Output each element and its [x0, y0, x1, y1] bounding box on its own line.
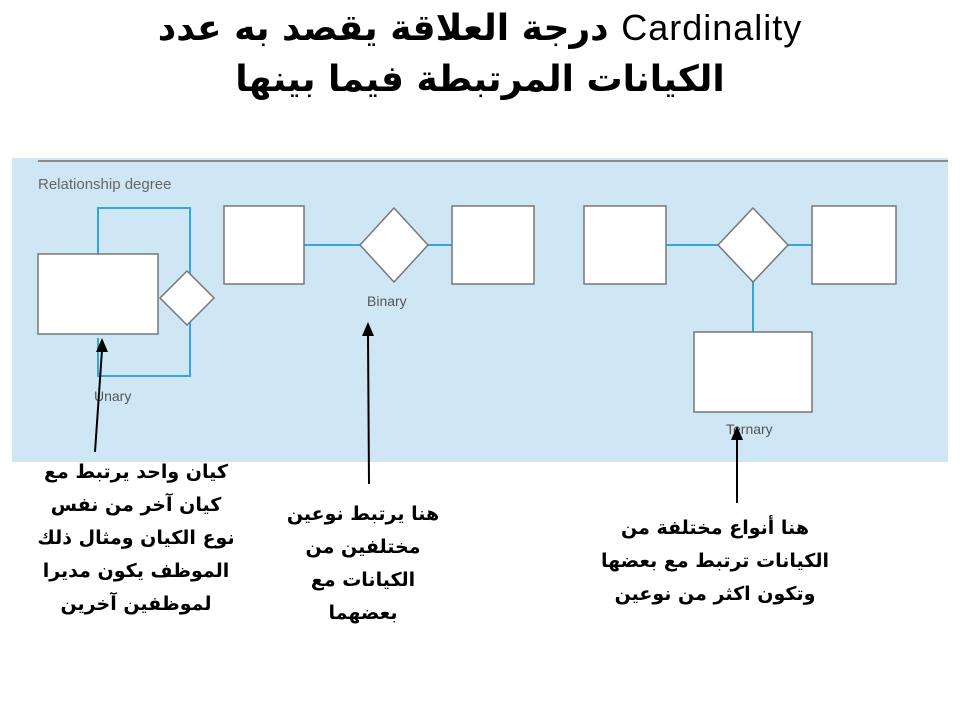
diagram-heading: Relationship degree [38, 176, 171, 193]
ternary-entity-box-bottom [693, 331, 813, 413]
title-english-term: Cardinality [621, 7, 803, 48]
ternary-relationship-diamond [716, 206, 790, 284]
binary-label: Binary [367, 293, 407, 309]
binary-relationship-diamond [358, 206, 430, 284]
ternary-note-line: الكيانات ترتبط مع بعضها [601, 550, 829, 572]
unary-relationship-diamond [158, 269, 216, 327]
binary-note-line: بعضهما [328, 602, 398, 624]
unary-note-line: لموظفين آخرين [60, 593, 212, 615]
binary-entity-box-right [451, 205, 535, 285]
unary-label: Unary [94, 388, 131, 404]
unary-note-line: الموظف يكون مديرا [42, 560, 230, 582]
title-line-2: الكيانات المرتبطة فيما بينها [235, 59, 725, 100]
binary-note-line: مختلفين من [305, 536, 421, 558]
binary-note-line: هنا يرتبط نوعين [286, 503, 440, 525]
ternary-note: هنا أنواع مختلفة من الكيانات ترتبط مع بع… [560, 512, 870, 611]
unary-note-line: نوع الكيان ومثال ذلك [37, 527, 235, 549]
unary-note-line: كيان آخر من نفس [50, 494, 222, 516]
binary-note-line: الكيانات مع [310, 569, 416, 591]
ternary-entity-box-right [811, 205, 897, 285]
title-arabic-part: درجة العلاقة يقصد به عدد [157, 8, 609, 49]
ternary-entity-box-left [583, 205, 667, 285]
unary-note: كيان واحد يرتبط مع كيان آخر من نفس نوع ا… [8, 456, 264, 621]
ternary-group: Ternary [583, 205, 897, 437]
ternary-label: Ternary [726, 421, 773, 437]
binary-entity-box-left [223, 205, 305, 285]
binary-note: هنا يرتبط نوعين مختلفين من الكيانات مع ب… [258, 498, 468, 630]
binary-group: Binary [223, 205, 535, 309]
ternary-note-line: هنا أنواع مختلفة من [621, 517, 809, 539]
ternary-note-line: وتكون اكثر من نوعين [614, 583, 816, 605]
unary-note-line: كيان واحد يرتبط مع [44, 461, 228, 483]
unary-group: Unary [37, 207, 216, 404]
diagram-canvas: Relationship degree Unary Binary T [37, 160, 948, 437]
unary-entity-box [37, 253, 159, 335]
title-line-1: درجة العلاقة يقصد به عدد Cardinality [0, 4, 960, 53]
relationship-degree-diagram: Relationship degree Unary Binary T [12, 158, 948, 462]
